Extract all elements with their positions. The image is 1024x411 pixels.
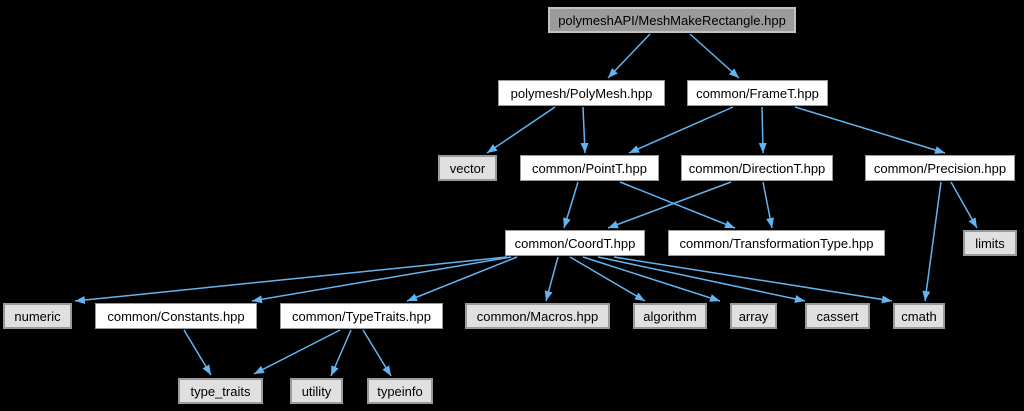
edge-coordt-cmath (613, 256, 893, 304)
node-macros-hpp[interactable]: common/Macros.hpp (465, 303, 610, 329)
edge-root-polymesh (607, 33, 651, 79)
node-precision-hpp[interactable]: common/Precision.hpp (865, 155, 1015, 181)
edge-constants-type_traits (183, 329, 212, 376)
edge-coordt-array (582, 256, 721, 302)
node-limits[interactable]: limits (963, 230, 1017, 256)
edge-typetraits-utility (330, 329, 352, 377)
edge-directiont-transformationtype (762, 181, 775, 229)
node-polymesh-hpp[interactable]: polymesh/PolyMesh.hpp (498, 80, 665, 106)
edge-directiont-coordt (607, 181, 732, 229)
edge-precision-cmath (922, 181, 942, 302)
node-coordt-hpp[interactable]: common/CoordT.hpp (505, 230, 645, 256)
node-array[interactable]: array (730, 303, 777, 329)
node-cmath[interactable]: cmath (893, 303, 945, 329)
edge-coordt-cassert (597, 256, 806, 303)
edge-coordt-typetraits (406, 256, 518, 302)
node-typetraits-hpp[interactable]: common/TypeTraits.hpp (280, 303, 443, 329)
edge-polymesh-vector (486, 106, 556, 154)
edge-typetraits-typeinfo (362, 329, 392, 377)
node-algorithm[interactable]: algorithm (633, 303, 707, 329)
edge-pointt-coordt (563, 181, 579, 229)
node-vector[interactable]: vector (438, 155, 497, 181)
edge-framet-directiont (758, 106, 767, 154)
edge-polymesh-pointt (580, 106, 589, 154)
edge-coordt-macros (544, 256, 559, 302)
edge-framet-precision (794, 106, 946, 154)
edge-framet-pointt (628, 106, 734, 154)
node-meshmakerectangle-hpp[interactable]: polymeshAPI/MeshMakeRectangle.hpp (548, 7, 796, 33)
node-type-traits[interactable]: type_traits (178, 378, 263, 404)
node-typeinfo[interactable]: typeinfo (367, 378, 433, 404)
node-directiont-hpp[interactable]: common/DirectionT.hpp (681, 155, 833, 181)
node-transformationtype-hpp[interactable]: common/TransformationType.hpp (668, 230, 885, 256)
edge-root-framet (689, 33, 740, 79)
node-framet-hpp[interactable]: common/FrameT.hpp (687, 80, 828, 106)
edge-pointt-transformationtype (619, 181, 736, 229)
edge-coordt-numeric (74, 256, 508, 304)
node-numeric[interactable]: numeric (3, 303, 72, 329)
edge-typetraits-type_traits (253, 329, 341, 375)
node-cassert[interactable]: cassert (805, 303, 870, 329)
node-constants-hpp[interactable]: common/Constants.hpp (95, 303, 257, 329)
edge-coordt-constants (251, 256, 512, 304)
edge-precision-limits (950, 181, 978, 229)
node-utility[interactable]: utility (290, 378, 343, 404)
node-pointt-hpp[interactable]: common/PointT.hpp (520, 155, 659, 181)
edge-coordt-algorithm (569, 256, 646, 302)
